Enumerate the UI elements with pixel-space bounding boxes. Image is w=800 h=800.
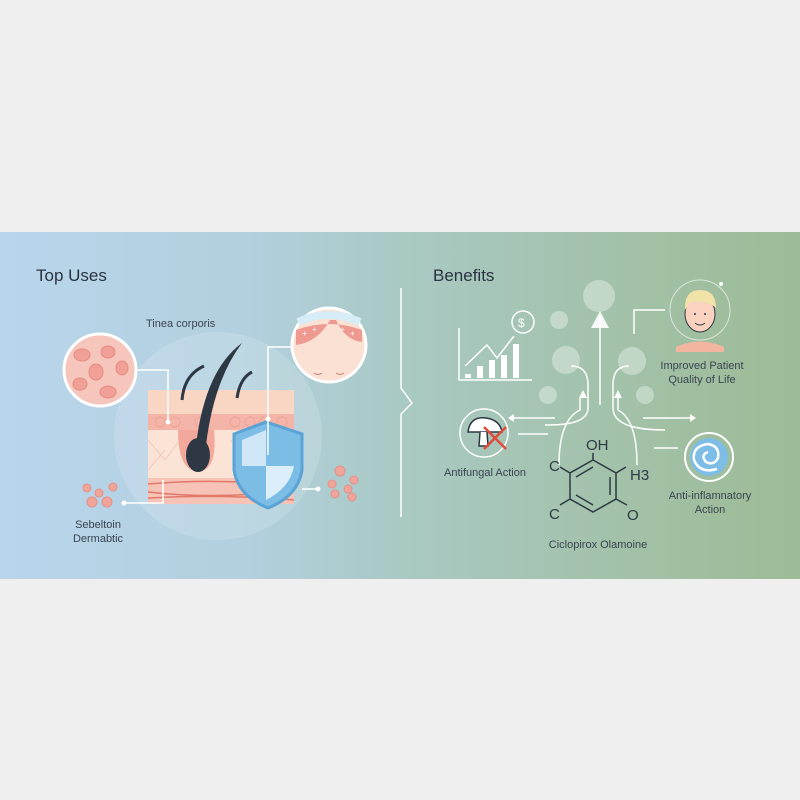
sparkle-icons: + + + + [302, 325, 355, 338]
top-uses-title: Top Uses [36, 266, 107, 285]
antifungal-label: Antifungal Action [444, 467, 526, 479]
seborrheic-label: Sebeltoin Dermabtic [68, 518, 128, 546]
person-face-icon [669, 279, 731, 352]
atom-c-bottom: C [549, 506, 560, 523]
quality-of-life-label: Improved Patient Quality of Life [652, 359, 752, 387]
shield-icon [232, 420, 304, 510]
growth-chart-dollar-icon [458, 310, 535, 381]
svg-text:+: + [340, 325, 345, 334]
atom-c-top: C [549, 458, 560, 475]
seborrheic-line1: Sebeltoin [75, 519, 121, 531]
atom-h3: H3 [630, 467, 650, 484]
benefits-title: Benefits [433, 266, 495, 285]
dollar-icon: $ [518, 316, 525, 330]
skin-cells-magnified-icon [62, 332, 138, 408]
section-divider [400, 288, 413, 517]
wave-swirl-icon [684, 432, 734, 482]
seborrheic-line2: Dermabtic [72, 533, 124, 545]
mushroom-crossed-icon [459, 408, 509, 458]
decorative-circles [539, 280, 654, 404]
face-scalp-magnified-icon: + + + + [290, 306, 368, 384]
anti-inflammatory-label: Anti-inflamnatory Action [660, 489, 760, 517]
svg-text:+: + [302, 329, 307, 338]
quality-line1: Improved Patient [660, 360, 744, 372]
tinea-corporis-label: Tinea corporis [146, 318, 216, 330]
antiinflam-line2: Action [694, 504, 726, 516]
quality-line2: Quality of Life [668, 374, 736, 386]
hair-follicle-icon [186, 438, 210, 472]
antiinflam-line1: Anti-inflamnatory [668, 490, 752, 502]
illustration-canvas: + + + + $ [62, 279, 734, 540]
atom-oh: OH [586, 437, 609, 454]
atom-o: O [627, 507, 639, 524]
svg-text:+: + [312, 325, 317, 334]
svg-text:+: + [350, 329, 355, 338]
cell-cluster-icon [82, 465, 359, 508]
infographic-banner: Top Uses [0, 232, 800, 579]
molecule-structure [559, 453, 628, 513]
molecule-name-label: Ciclopirox Olamoine [548, 539, 648, 551]
